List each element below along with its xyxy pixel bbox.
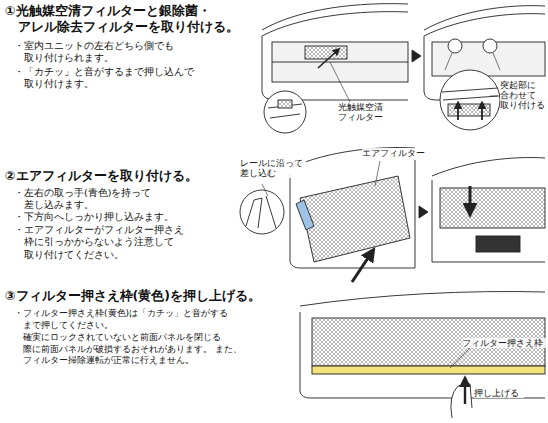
- hand-sketch: [246, 198, 262, 228]
- unit-body: [300, 312, 545, 398]
- insert-arrow: [318, 50, 338, 68]
- warning-text: 確実にロックされていないと前面パネルを閉じる 際に前面パネルが破損するおそれがあ…: [14, 332, 288, 367]
- air-filter: [300, 176, 410, 262]
- rail-line: [266, 196, 276, 228]
- filter-holder-frame: [312, 366, 545, 374]
- filter-slot: [272, 42, 408, 82]
- insert-arrow: [352, 252, 372, 282]
- callout-label: エアフィルター: [362, 148, 442, 158]
- push-arrow: [481, 104, 483, 120]
- filter-handle: [296, 200, 314, 230]
- display-panel: [476, 236, 520, 252]
- unit-body: [432, 180, 545, 262]
- leader-line: [330, 62, 350, 102]
- unit-body: [290, 160, 415, 268]
- hand-sketch: [451, 384, 472, 418]
- callout-label: 押し上げる: [474, 388, 524, 398]
- unit-body: [262, 36, 408, 100]
- zoom-filter: [448, 104, 490, 116]
- leader-line: [450, 348, 470, 368]
- instruction-text: ・「カチッ」と音がするまで押し込んで 取り付けます。: [14, 66, 204, 91]
- instruction-text: ・エアフィルターがフィルター押さえ 枠に引っかからないよう注意して 取り付けてく…: [14, 224, 224, 261]
- step-heading: ①光触媒空清フィルターと銀除菌・ アレル除去フィルターを取り付ける。: [5, 3, 250, 36]
- detail-circle: [448, 39, 462, 53]
- leader-line: [490, 96, 500, 97]
- zoom-circle: [240, 190, 284, 234]
- step-heading: ③フィルター押さえ枠(黄色)を押し上げる。: [5, 288, 295, 304]
- leader-line: [262, 184, 268, 196]
- zoom-filter: [278, 100, 292, 108]
- zoom-circle: [264, 91, 306, 133]
- zoom-circle: [440, 70, 500, 130]
- front-panel-edge: [300, 292, 545, 306]
- push-arrow: [469, 186, 472, 212]
- push-arrow: [457, 104, 459, 120]
- callout-label: 突起部に 合わせて 取り付ける: [500, 80, 546, 111]
- callout-label: レールに沿って 差し込む: [240, 158, 306, 178]
- air-filter: [440, 188, 545, 228]
- air-filter: [312, 318, 545, 366]
- leader-line: [445, 53, 452, 70]
- callout-label: 光触媒空清 フィルター: [338, 102, 390, 122]
- instruction-text: ・下方向へしっかり押し込みます。: [14, 211, 224, 223]
- step-arrow: [412, 50, 421, 62]
- push-arrow: [464, 380, 466, 404]
- front-panel-edge: [432, 158, 545, 176]
- leader-line: [375, 161, 380, 186]
- zoom-detail: [442, 88, 498, 100]
- front-panel-edge: [262, 12, 408, 36]
- front-panel-edge: [424, 14, 545, 36]
- instruction-text: ・フィルター押さえ枠(黄色)は「カチッ」と音がする まで押してください。: [14, 308, 278, 331]
- leader-line: [493, 53, 500, 70]
- air-purifying-filter: [305, 46, 347, 59]
- rail-line: [272, 62, 408, 63]
- instruction-text: ・左右の取っ手(青色)を持って 差し込みます。: [14, 187, 224, 212]
- step-heading: ②エアフィルターを取り付ける。: [5, 168, 230, 184]
- front-panel-edge: [262, 4, 408, 30]
- callout-label: フィルター押さえ枠: [462, 338, 546, 348]
- step-arrow: [419, 206, 428, 218]
- instruction-text: ・室内ユニットの左右どちら側でも 取り付けられます。: [14, 40, 199, 65]
- detail-circle: [483, 39, 497, 53]
